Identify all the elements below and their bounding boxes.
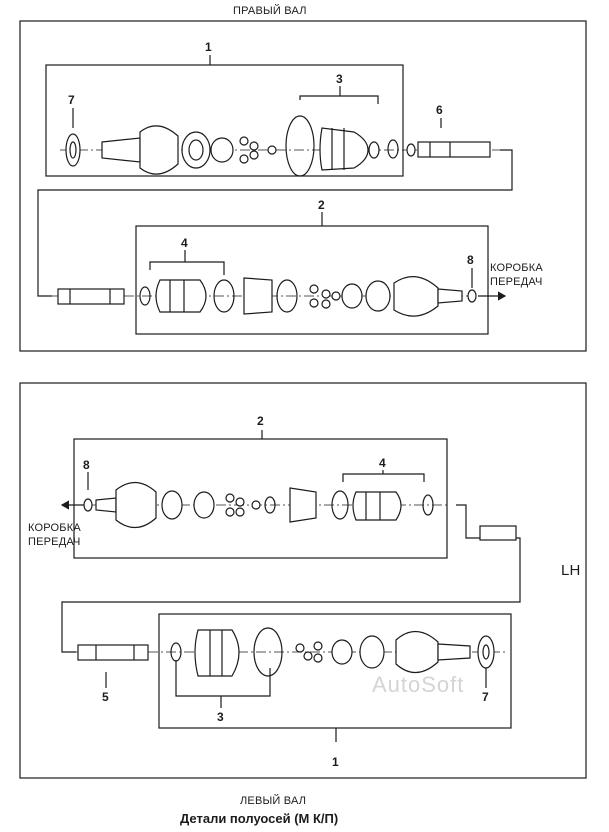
right-shaft-group-1-box bbox=[45, 64, 404, 177]
right-shaft-panel bbox=[19, 20, 587, 352]
diagram-caption: Детали полуосей (М К/П) bbox=[180, 811, 339, 826]
callout-3-right: 3 bbox=[336, 72, 343, 86]
callout-4-right: 4 bbox=[181, 236, 188, 250]
side-label-lh: LH bbox=[561, 562, 581, 579]
callout-2-right: 2 bbox=[318, 198, 325, 212]
callout-6-right: 6 bbox=[436, 103, 443, 117]
left-shaft-panel bbox=[19, 382, 587, 779]
right-shaft-title: ПРАВЫЙ ВАЛ bbox=[233, 5, 307, 17]
gearbox-label-left-2: ПЕРЕДАЧ bbox=[28, 536, 81, 548]
callout-5-left: 5 bbox=[102, 690, 109, 704]
gearbox-label-right-2: ПЕРЕДАЧ bbox=[490, 276, 543, 288]
callout-2-left: 2 bbox=[257, 414, 264, 428]
gearbox-label-right-1: КОРОБКА bbox=[490, 262, 543, 274]
callout-7-left: 7 bbox=[482, 690, 489, 704]
callout-7-right: 7 bbox=[68, 93, 75, 107]
left-shaft-group-2-box bbox=[73, 438, 448, 559]
watermark: AutoSoft bbox=[372, 672, 465, 697]
left-shaft-title: ЛЕВЫЙ ВАЛ bbox=[240, 795, 307, 807]
callout-4-left: 4 bbox=[379, 456, 386, 470]
callout-3-left: 3 bbox=[217, 710, 224, 724]
callout-8-right: 8 bbox=[467, 253, 474, 267]
right-shaft-group-2-box bbox=[135, 225, 489, 335]
callout-1-right: 1 bbox=[205, 40, 212, 54]
gearbox-label-left-1: КОРОБКА bbox=[28, 522, 81, 534]
callout-1-left: 1 bbox=[332, 755, 339, 769]
callout-8-left: 8 bbox=[83, 458, 90, 472]
left-shaft-group-1-box bbox=[158, 613, 512, 729]
